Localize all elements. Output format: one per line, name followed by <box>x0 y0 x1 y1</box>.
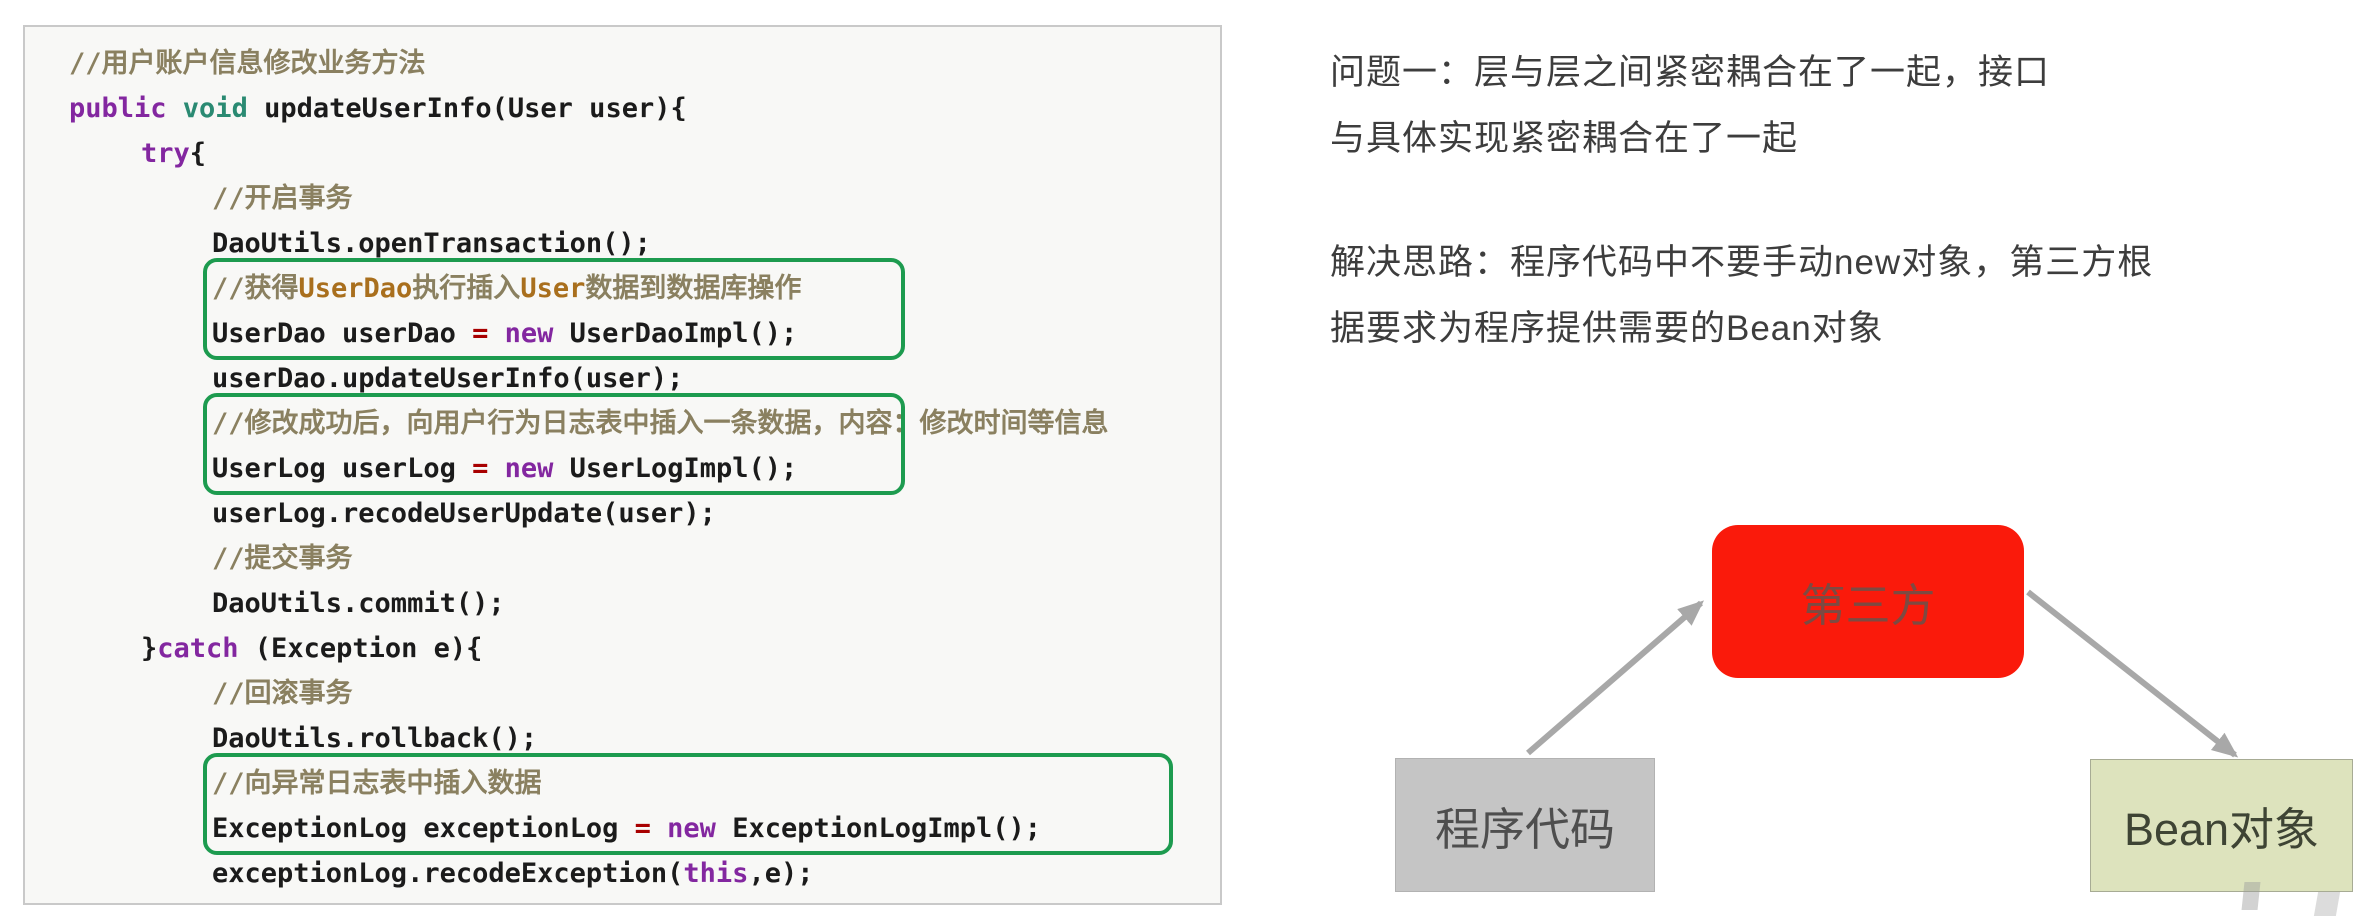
code-line: //获得UserDao执行插入User数据到数据库操作 <box>212 273 802 304</box>
code-line: ExceptionLog exceptionLog = new Exceptio… <box>212 813 1042 844</box>
code-line: //向异常日志表中插入数据 <box>212 768 542 799</box>
code-line: userDao.updateUserInfo(user); <box>212 363 684 394</box>
code-line: UserDao userDao = new UserDaoImpl(); <box>212 318 798 349</box>
problem-text: 问题一：层与层之间紧密耦合在了一起，接口 与具体实现紧密耦合在了一起 <box>1330 53 2051 158</box>
diagram-node-program-code: 程序代码 <box>1395 758 1655 892</box>
code-line: //用户账户信息修改业务方法 <box>69 48 426 79</box>
code-line: DaoUtils.rollback(); <box>212 723 538 754</box>
code-line: UserLog userLog = new UserLogImpl(); <box>212 453 798 484</box>
code-line: DaoUtils.commit(); <box>212 588 505 619</box>
highlight-box-userdao <box>203 258 905 360</box>
diagram-node-third-party: 第三方 <box>1712 525 2024 678</box>
code-line: //回滚事务 <box>212 678 353 709</box>
watermark-smudge <box>2241 882 2261 910</box>
program-code-label: 程序代码 <box>1434 803 1615 855</box>
highlight-box-userlog <box>203 393 905 495</box>
code-line: try{ <box>141 138 207 169</box>
arrow-program-to-thirdparty <box>1526 600 1705 756</box>
code-panel: //用户账户信息修改业务方法 public void updateUserInfo… <box>23 25 1222 905</box>
bean-object-label: Bean对象 <box>2123 804 2320 855</box>
solution-text: 解决思路：程序代码中不要手动new对象，第三方根 据要求为程序提供需要的Bean… <box>1330 243 2154 348</box>
code-line: //修改成功后，向用户行为日志表中插入一条数据，内容：修改时间等信息 <box>212 408 1109 439</box>
diagram-node-bean-object: Bean对象 <box>2090 759 2353 892</box>
third-party-label: 第三方 <box>1800 580 1936 631</box>
code-line: DaoUtils.openTransaction(); <box>212 228 651 259</box>
code-line: public void updateUserInfo(User user){ <box>69 93 687 124</box>
code-lines: //用户账户信息修改业务方法 public void updateUserInfo… <box>69 41 1212 896</box>
code-line: }catch (Exception e){ <box>141 633 483 664</box>
highlight-box-exceptionlog <box>203 753 1173 855</box>
arrow-thirdparty-to-bean <box>2026 589 2239 758</box>
watermark-smudge <box>2313 892 2341 916</box>
code-line: userLog.recodeUserUpdate(user); <box>212 498 716 529</box>
code-line: exceptionLog.recodeException(this,e); <box>212 858 814 889</box>
code-line: //开启事务 <box>212 183 353 214</box>
code-line: //提交事务 <box>212 543 353 574</box>
